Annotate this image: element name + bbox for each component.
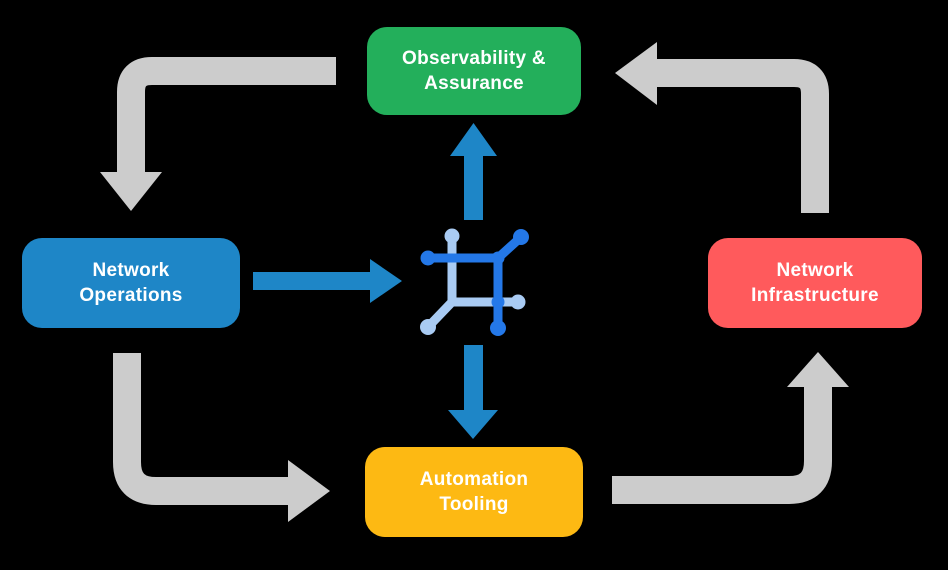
- flow-arrowhead-down: [100, 172, 162, 211]
- icon-node-bottom-left: [420, 319, 436, 335]
- flow-arrow-observability-to-operations: [100, 57, 336, 211]
- flow-arrowhead-right: [288, 460, 330, 522]
- flow-arrow-shaft: [612, 387, 832, 504]
- node-network-operations-label: Network Operations: [79, 259, 183, 306]
- flow-arrowhead-up: [787, 352, 849, 387]
- accent-arrow-operations-to-center: [253, 259, 402, 303]
- node-observability-assurance: Observability & Assurance: [367, 27, 581, 115]
- accent-arrow-center-to-automation: [448, 345, 498, 439]
- flow-arrow-automation-to-infrastructure: [612, 352, 849, 504]
- flow-arrow-shaft: [113, 353, 288, 505]
- icon-junction-top-right: [491, 251, 505, 265]
- flow-arrow-shaft: [117, 57, 336, 174]
- flow-arrow-shaft: [657, 59, 829, 213]
- node-network-operations: Network Operations: [22, 238, 240, 328]
- flow-arrow-infrastructure-to-observability: [615, 42, 829, 213]
- node-automation-tooling-label: Automation Tooling: [419, 468, 529, 515]
- icon-node-right: [510, 294, 526, 310]
- node-observability-assurance-label: Observability & Assurance: [402, 47, 546, 94]
- icon-node-top-right: [513, 229, 529, 245]
- icon-branch-top-right: [493, 233, 525, 263]
- network-mesh-icon: [420, 228, 529, 336]
- node-network-infrastructure-label: Network Infrastructure: [751, 259, 879, 306]
- icon-node-left: [420, 250, 436, 266]
- node-network-infrastructure: Network Infrastructure: [708, 238, 922, 328]
- accent-arrow-center-to-observability: [450, 123, 497, 220]
- node-automation-tooling: Automation Tooling: [365, 447, 583, 537]
- icon-node-bottom: [490, 320, 506, 336]
- icon-junction-bottom-right: [491, 295, 505, 309]
- icon-branch-bottom-left: [424, 297, 457, 331]
- flow-arrowhead-left: [615, 42, 657, 105]
- flow-arrow-operations-to-automation: [113, 353, 330, 522]
- icon-node-top: [444, 228, 460, 244]
